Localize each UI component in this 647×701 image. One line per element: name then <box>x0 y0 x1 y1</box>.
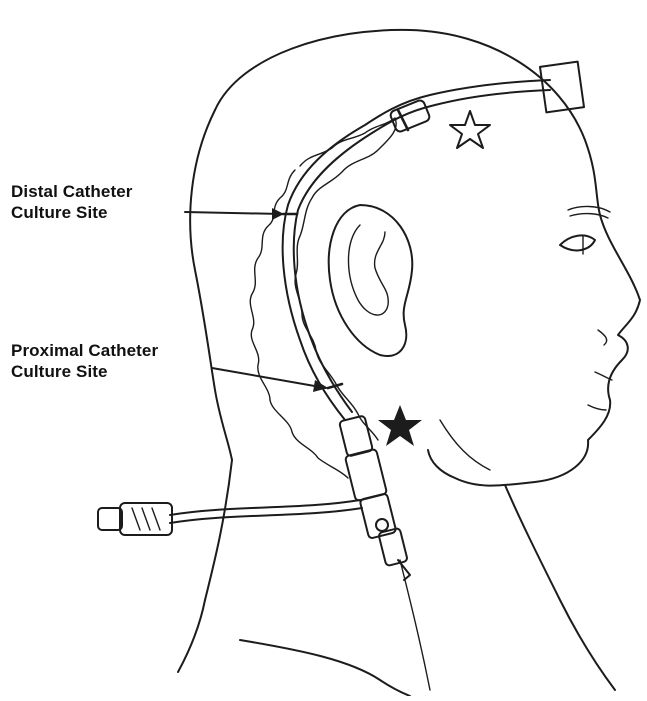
distal-pointer-arrowhead <box>272 208 284 220</box>
eye <box>560 235 595 250</box>
extension-connector-cap <box>98 508 122 530</box>
neck-front-outline <box>505 485 615 690</box>
neck-connector-lower <box>360 493 397 539</box>
catheter-tube-inner <box>294 90 550 412</box>
shoulder-outline <box>240 640 410 696</box>
distal-culture-site-label: Distal Catheter Culture Site <box>11 181 132 223</box>
proximal-pointer-line <box>212 368 326 388</box>
ear-inner <box>348 225 388 315</box>
proximal-label-line1: Proximal Catheter <box>11 340 158 361</box>
neck-back-outline <box>178 460 232 672</box>
distal-label-line1: Distal Catheter <box>11 181 132 202</box>
cheek-line <box>440 420 490 470</box>
proximal-culture-site-label: Proximal Catheter Culture Site <box>11 340 158 382</box>
scalp-connector <box>389 99 431 133</box>
eyebrow <box>568 206 610 212</box>
mouth-line <box>595 372 612 380</box>
distal-pointer-line <box>185 212 282 214</box>
back-of-head-outline <box>190 110 232 460</box>
eyebrow-2 <box>570 214 608 218</box>
catheter-tube-outer <box>283 80 550 420</box>
distal-label-line2: Culture Site <box>11 202 132 223</box>
nose-line <box>598 330 607 345</box>
chin-line <box>588 405 606 410</box>
side-port-valve <box>376 519 388 531</box>
proximal-pointer-arrowhead <box>313 380 328 392</box>
proximal-label-line2: Culture Site <box>11 361 158 382</box>
filled-star-icon <box>378 405 422 446</box>
outline-star-icon <box>450 111 490 148</box>
extension-connector-hatch <box>132 508 160 530</box>
tape-patch <box>540 62 584 113</box>
scalp-connector-ring <box>398 110 408 130</box>
extension-tube-inner <box>170 508 362 523</box>
extension-tube-outer <box>170 500 360 515</box>
head-outline <box>215 30 640 486</box>
ear-outline <box>329 205 413 356</box>
